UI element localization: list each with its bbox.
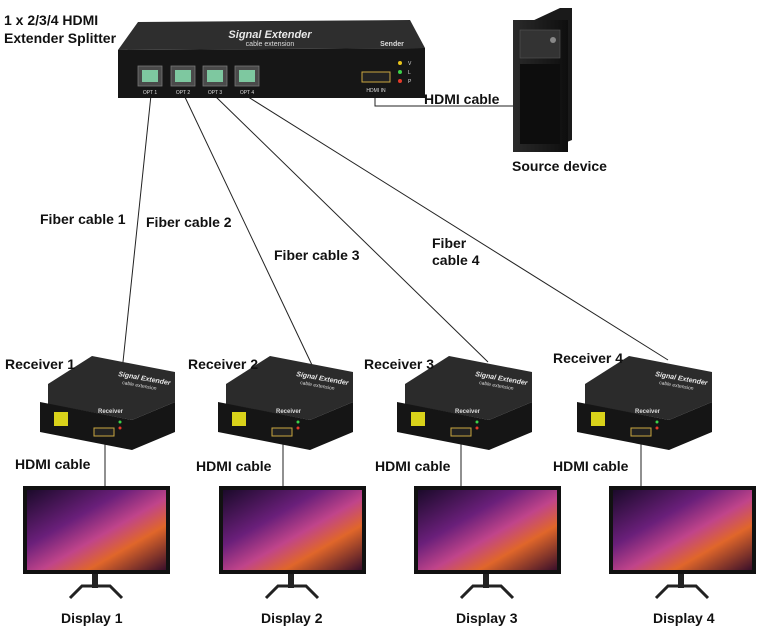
receiver-hdmi-port-2[interactable] [271,427,293,437]
receiver-label-4: Receiver 4 [553,350,623,366]
port-label-4: OPT 4 [240,90,255,96]
receiver-sfp-port-1[interactable] [54,412,68,426]
monitor-screen-3 [418,490,557,570]
fiber-cable-4-label-line1: Fiber [432,235,467,251]
receiver-device-4: Signal Extender cable extension Receiver [577,356,712,450]
power-button-icon [550,37,556,43]
splitter-sub: cable extension [246,41,295,48]
receiver-role-3: Receiver [455,409,481,415]
sfp-port-1[interactable]: OPT 1 [137,65,163,96]
fiber-cable-2-line [183,94,313,366]
fiber-cable-1-label: Fiber cable 1 [40,211,126,227]
splitter-role: Sender [380,41,404,48]
hdmi-cable-label-1: HDMI cable [15,456,91,472]
receiver-role-2: Receiver [276,409,302,415]
splitter-device: Signal Extender cable extension Sender O… [118,20,425,98]
hdmi-cable-label-2: HDMI cable [196,458,272,474]
receiver-device-1: Signal Extender cable extension Receiver [40,356,175,450]
monitor-screen-4 [613,490,752,570]
cables [104,92,669,486]
port-label-2: OPT 2 [176,90,191,96]
port-label-3: OPT 3 [208,90,223,96]
title-line-1: 1 x 2/3/4 HDMI [4,12,98,28]
receiver-label-3: Receiver 3 [364,356,434,372]
port-label-1: OPT 1 [143,90,158,96]
pc-tower-icon [513,8,572,152]
monitor-screen-1 [27,490,166,570]
receiver-device-3: Signal Extender cable extension Receiver [397,356,532,450]
display-monitor-2 [219,486,366,600]
hdmi-cable-label-3: HDMI cable [375,458,451,474]
receiver-sub-4: cable extension [659,380,694,392]
sfp-port-2[interactable]: OPT 2 [170,65,196,96]
receiver-hdmi-port-1[interactable] [93,427,115,437]
fiber-cable-4-label-line2: cable 4 [432,252,480,268]
receiver-sub-2: cable extension [300,380,335,392]
sfp-port-4[interactable]: OPT 4 [234,65,260,96]
title-line-2: Extender Splitter [4,30,117,46]
display-label-1: Display 1 [61,610,123,626]
receiver-sfp-port-2[interactable] [232,412,246,426]
receiver-label-1: Receiver 1 [5,356,75,372]
source-hdmi-cable-label: HDMI cable [424,91,500,107]
fiber-cable-1-line [120,94,152,382]
display-monitor-1 [23,486,170,600]
receiver-hdmi-port-3[interactable] [450,427,472,437]
display-label-2: Display 2 [261,610,323,626]
display-monitor-3 [414,486,561,600]
hdmi-cable-label-4: HDMI cable [553,458,629,474]
fiber-cable-3-label: Fiber cable 3 [274,247,360,263]
display-label-4: Display 4 [653,610,715,626]
display-label-3: Display 3 [456,610,518,626]
monitor-screen-2 [223,490,362,570]
led-v-icon [398,61,402,65]
receiver-hdmi-port-4[interactable] [630,427,652,437]
receiver-device-2: Signal Extender cable extension Receiver [218,356,353,450]
receiver-role-1: Receiver [98,409,124,415]
receiver-role-4: Receiver [635,409,661,415]
hdmi-in-label: HDMI IN [366,88,386,94]
receiver-label-2: Receiver 2 [188,356,258,372]
receiver-sub-1: cable extension [122,380,157,392]
led-l-icon [398,70,402,74]
source-device-label: Source device [512,158,607,174]
fiber-cable-2-label: Fiber cable 2 [146,214,232,230]
receiver-sfp-port-4[interactable] [591,412,605,426]
receiver-sub-3: cable extension [479,380,514,392]
hdmi-in-port[interactable]: HDMI IN [361,71,391,94]
led-v-label: V [408,61,412,67]
led-p-label: P [408,79,412,85]
splitter-brand: Signal Extender [228,29,312,41]
led-p-icon [398,79,402,83]
fiber-cable-4-line [244,94,669,361]
fiber-cable-3-line [213,94,489,363]
receiver-sfp-port-3[interactable] [411,412,425,426]
display-monitor-4 [609,486,756,600]
sfp-port-3[interactable]: OPT 3 [202,65,228,96]
led-l-label: L [408,70,411,76]
